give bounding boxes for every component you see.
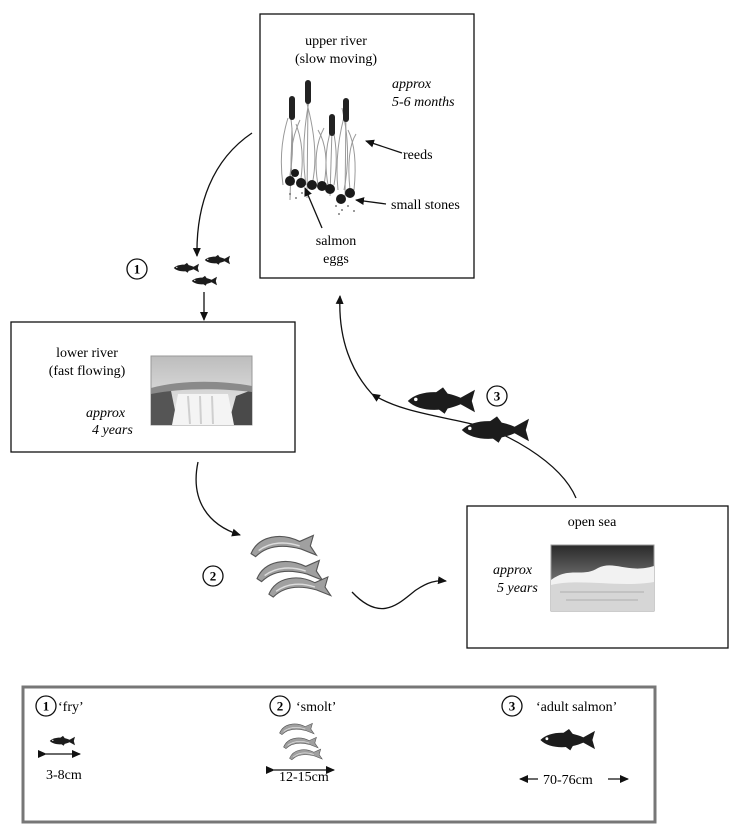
adult-salmon-icon [461, 416, 529, 443]
salmon-eggs-label-line1: salmon [316, 234, 356, 249]
legend-smolt-number: 2 [277, 699, 284, 714]
upper-river-title: upper river [305, 34, 367, 49]
legend-adult-number: 3 [509, 699, 516, 714]
upper-river-box: upper river (slow moving) approx 5-6 mon… [259, 13, 475, 279]
salmon-eggs-pointer-arrow [304, 187, 323, 229]
fry-stage: 1 [126, 254, 230, 286]
upper-river-subtitle: (slow moving) [295, 52, 377, 67]
fry-fish-icon [191, 275, 217, 286]
arrow-lower-river-to-smolt [195, 461, 241, 537]
lower-river-box: lower river (fast flowing) approx 4 year… [10, 321, 296, 453]
adult-salmon-icon [407, 387, 475, 414]
smolt-fish-icon [268, 576, 332, 598]
arrow-smolt-to-open-sea [351, 576, 447, 610]
legend-smolt-name: ‘smolt’ [296, 700, 336, 715]
smolt-number-marker: 2 [210, 569, 217, 584]
lower-river-duration-label: approx [86, 406, 126, 421]
legend-fry-name: ‘fry’ [58, 700, 84, 715]
legend-adult-name: ‘adult salmon’ [536, 700, 617, 715]
lower-river-duration-value: 4 years [92, 423, 133, 438]
upper-river-duration-label: approx [392, 77, 432, 92]
small-stones-pointer-arrow [355, 197, 387, 206]
adult-stage: 3 [407, 385, 529, 443]
open-sea-duration-value: 5 years [497, 581, 538, 596]
open-sea-box: open sea approx 5 years [466, 505, 729, 649]
smolt-fish-icon [250, 534, 318, 558]
legend-adult-size: 70-76cm [543, 773, 593, 788]
legend-box: 1 ‘fry’ 3-8cm 2 ‘smolt’ 12-15cm 3 ‘adult… [21, 685, 657, 824]
legend-fry-size: 3-8cm [46, 768, 82, 783]
reeds-illustration [280, 80, 357, 201]
gravel-dots [289, 192, 355, 215]
salmon-eggs-label-line2: eggs [323, 252, 349, 267]
reeds-label: reeds [403, 148, 433, 163]
legend-item-adult: 3 ‘adult salmon’ 70-76cm [501, 695, 629, 788]
lower-river-subtitle: (fast flowing) [49, 364, 126, 379]
lower-river-title: lower river [56, 346, 118, 361]
legend-smolt-size: 12-15cm [279, 770, 329, 785]
arrow-adult-to-upper-river [335, 295, 373, 395]
waterfall-image [150, 355, 253, 426]
fry-fish-icon [204, 254, 230, 265]
open-sea-duration-label: approx [493, 563, 533, 578]
legend-fry-number: 1 [43, 699, 50, 714]
sea-image [550, 544, 655, 612]
open-sea-title: open sea [568, 515, 617, 530]
legend-item-fry: 1 ‘fry’ 3-8cm [35, 695, 84, 783]
arrow-upper-river-to-fry [192, 132, 253, 257]
legend-item-smolt: 2 ‘smolt’ 12-15cm [266, 695, 336, 785]
small-stones-label: small stones [391, 198, 460, 213]
upper-river-duration-value: 5-6 months [392, 95, 455, 110]
reeds-pointer-arrow [365, 139, 403, 154]
smolt-stage: 2 [202, 534, 332, 598]
adult-number-marker: 3 [494, 389, 501, 404]
fry-fish-icon [173, 262, 199, 273]
fry-number-marker: 1 [134, 262, 141, 277]
